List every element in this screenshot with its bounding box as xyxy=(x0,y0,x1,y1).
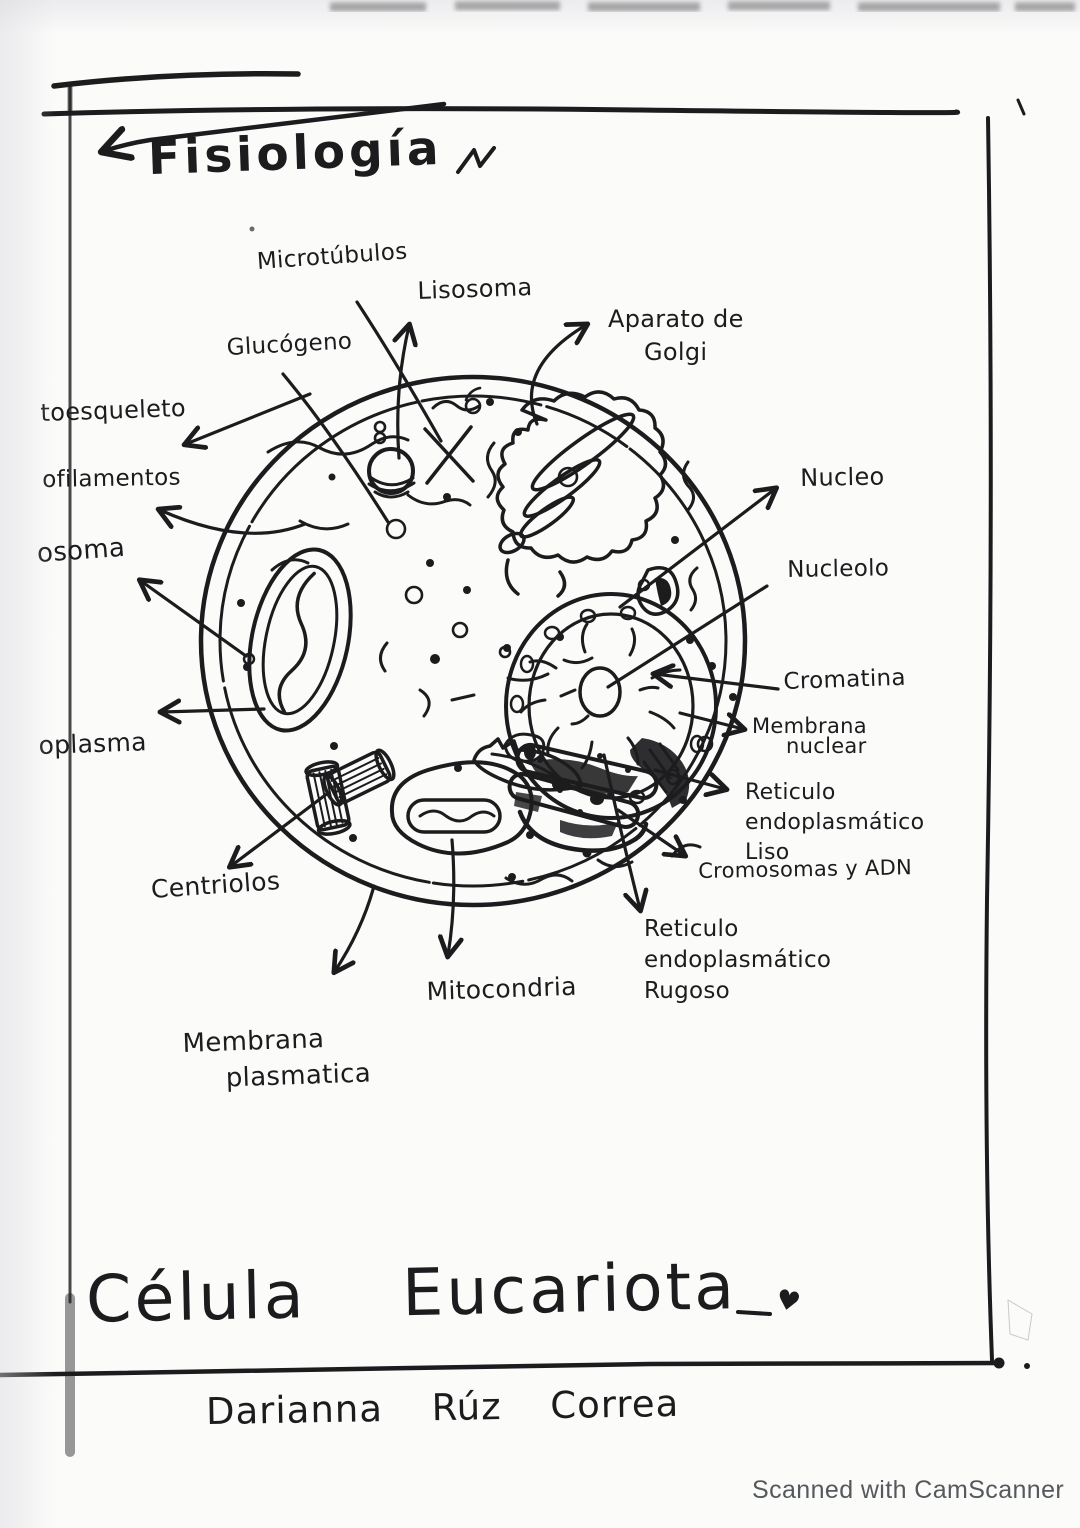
label-reticulo-liso: Reticulo endoplasmático Liso xyxy=(745,778,924,868)
label-nucleolo: Nucleolo xyxy=(787,555,890,583)
arrow-reticulo-liso xyxy=(653,768,725,789)
line-microtubulos xyxy=(355,300,443,443)
label-line: nuclear xyxy=(786,734,867,758)
arrow-mitocondria xyxy=(448,838,454,955)
page-frame xyxy=(0,98,1030,1378)
label-membrana-plasmatica: Membrana plasmatica xyxy=(182,1019,372,1097)
cytoplasm-squiggles xyxy=(266,400,702,886)
label-line: Membrana xyxy=(752,714,867,738)
arrow-lisosoma xyxy=(398,326,409,460)
lysosome xyxy=(367,447,416,499)
scan-artifact-smudge xyxy=(1007,1299,1033,1341)
arrow-citoplasma xyxy=(162,709,266,712)
label-arrows xyxy=(141,300,780,971)
arrow-membrana-plasmatica xyxy=(335,884,376,971)
camscanner-watermark: Scanned with CamScanner xyxy=(752,1476,1065,1504)
arrow-reticulo-rugoso xyxy=(602,753,640,909)
vesicles xyxy=(373,386,714,753)
centrioles xyxy=(304,748,396,836)
label-aparato-golgi: Aparato de Golgi xyxy=(608,303,744,369)
line-nucleolo xyxy=(606,584,769,689)
golgi-apparatus xyxy=(495,390,668,598)
arrow-membrana-nuclear xyxy=(678,711,743,729)
label-citoesqueleto: toesqueleto xyxy=(40,393,187,427)
caption-dash xyxy=(736,1310,772,1316)
pencil-speck xyxy=(249,226,255,232)
label-nucleo: Nucleo xyxy=(800,462,885,492)
label-lisosoma: Lisosoma xyxy=(417,272,533,305)
label-cromatina: Cromatina xyxy=(783,664,907,695)
rough-endoplasmic-reticulum xyxy=(472,737,690,853)
label-line: Reticulo xyxy=(745,780,836,805)
label-line: plasmatica xyxy=(225,1058,372,1094)
arrow-microfilamentos xyxy=(160,510,307,535)
label-ribosoma: osoma xyxy=(36,532,127,569)
scan-artifact-top-strip xyxy=(330,1,1075,11)
label-line: Aparato de xyxy=(608,305,744,333)
label-microfilamentos: ofilamentos xyxy=(42,464,182,493)
label-line: Rugoso xyxy=(644,978,731,1004)
label-line: Reticulo xyxy=(644,916,739,942)
label-reticulo-rugoso: Reticulo endoplasmático Rugoso xyxy=(644,914,831,1007)
arrow-citoesqueleto xyxy=(186,392,312,444)
title-underline-arrow xyxy=(51,71,496,174)
diagram-caption: Célula Eucariota xyxy=(85,1249,738,1338)
arrow-ribosoma xyxy=(141,581,248,658)
arrow-cromatina xyxy=(655,674,780,691)
mitochondria-left xyxy=(247,547,353,733)
label-line: endoplasmático xyxy=(644,947,832,973)
arrow-centriolos xyxy=(231,791,330,866)
mitochondria-bottom xyxy=(389,760,534,856)
microtubules-cross xyxy=(423,425,475,485)
arrow-nucleo xyxy=(618,489,775,609)
cell-membrane xyxy=(198,374,748,908)
arrow-aparato-golgi xyxy=(529,325,586,426)
label-line: Golgi xyxy=(644,338,708,366)
label-mitocondria: Mitocondria xyxy=(426,971,578,1006)
line-glucogeno xyxy=(281,372,390,524)
nucleolus xyxy=(578,666,622,718)
label-membrana-nuclear: Membrana nuclear xyxy=(752,714,867,758)
page-title: Fisiología xyxy=(147,120,444,187)
author-name: Darianna Rúz Correa xyxy=(205,1381,680,1434)
label-line: Liso xyxy=(745,840,790,865)
label-citoplasma: oplasma xyxy=(38,727,148,760)
label-line: endoplasmático xyxy=(745,810,925,835)
arrow-cromosomas-adn xyxy=(616,808,684,855)
